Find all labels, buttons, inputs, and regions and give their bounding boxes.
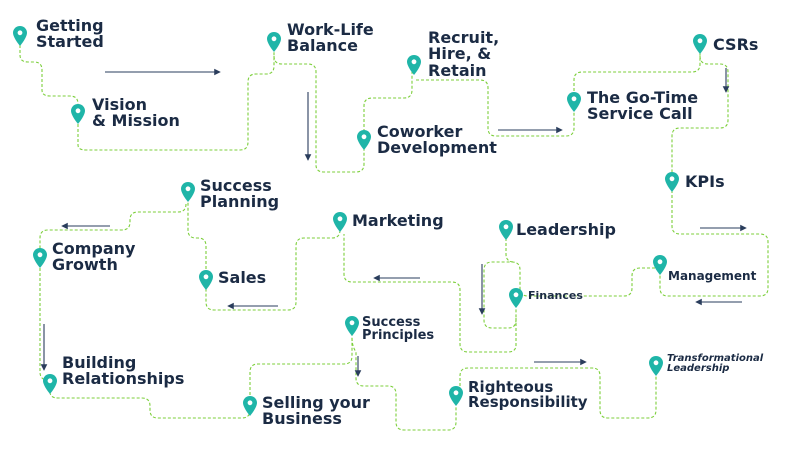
path-segment bbox=[77, 50, 275, 151]
path-segment bbox=[363, 72, 413, 132]
step-kpis: KPIs bbox=[685, 172, 725, 191]
path-segment bbox=[249, 330, 353, 400]
step-righteous-responsibility: Righteous Responsibility bbox=[468, 378, 588, 412]
step-finances: Finances bbox=[528, 289, 583, 302]
path-segment bbox=[49, 391, 251, 419]
map-pin-icon bbox=[693, 34, 707, 54]
path-segment bbox=[187, 200, 207, 274]
path-segment bbox=[351, 337, 457, 431]
path-segment bbox=[39, 203, 187, 252]
step-go-time-service-call: The Go-Time Service Call bbox=[587, 88, 699, 124]
step-vision-mission: Vision & Mission bbox=[92, 95, 180, 131]
path-segment bbox=[273, 55, 365, 173]
map-pin-icon bbox=[199, 270, 213, 290]
step-selling-your-business: Selling your Business bbox=[262, 393, 370, 429]
path-segment bbox=[205, 229, 341, 311]
map-pin-icon bbox=[509, 288, 523, 308]
path-segment bbox=[459, 367, 657, 419]
map-pin-icon bbox=[649, 356, 663, 376]
map-pin-icon bbox=[407, 55, 421, 75]
path-segment bbox=[416, 79, 575, 137]
step-company-growth: Company Growth bbox=[52, 239, 136, 275]
step-coworker-development: Coworker Development bbox=[377, 122, 497, 158]
step-success-principles: Success Principles bbox=[362, 315, 435, 344]
map-pin-icon bbox=[653, 255, 667, 275]
step-recruit-hire-retain: Recruit, Hire, & Retain bbox=[428, 28, 500, 80]
map-pin-icon bbox=[13, 26, 27, 46]
step-building-relationships: Building Relationships bbox=[62, 353, 185, 389]
step-leadership: Leadership bbox=[516, 220, 616, 239]
step-csrs: CSRs bbox=[713, 35, 759, 54]
path-segment bbox=[343, 234, 517, 353]
step-sales: Sales bbox=[218, 268, 267, 287]
map-pin-icon bbox=[333, 212, 347, 232]
map-pin-icon bbox=[33, 248, 47, 268]
map-pin-icon bbox=[345, 316, 359, 336]
path-segment bbox=[19, 45, 79, 112]
map-pin-icon bbox=[449, 386, 463, 406]
map-pin-icon bbox=[267, 32, 281, 52]
map-pin-icon bbox=[665, 172, 679, 192]
step-getting-started: Getting Started bbox=[36, 16, 104, 52]
step-management: Management bbox=[668, 269, 757, 283]
step-marketing: Marketing bbox=[352, 211, 444, 230]
step-work-life-balance: Work-Life Balance bbox=[287, 20, 374, 56]
path-segment bbox=[505, 238, 515, 263]
map-pin-icon bbox=[567, 92, 581, 112]
path-segment bbox=[671, 55, 729, 176]
path-segment bbox=[483, 261, 660, 329]
step-transformational-leadership: Transformational Leadership bbox=[667, 353, 764, 375]
step-success-planning: Success Planning bbox=[200, 176, 280, 212]
map-pin-icon bbox=[357, 130, 371, 150]
map-pin-icon bbox=[181, 182, 195, 202]
map-pin-icon bbox=[71, 104, 85, 124]
path-segment bbox=[39, 268, 50, 381]
map-pin-icon bbox=[243, 396, 257, 416]
path-segment bbox=[659, 190, 769, 297]
map-pin-icon bbox=[43, 374, 57, 394]
map-pin-icon bbox=[499, 220, 513, 240]
